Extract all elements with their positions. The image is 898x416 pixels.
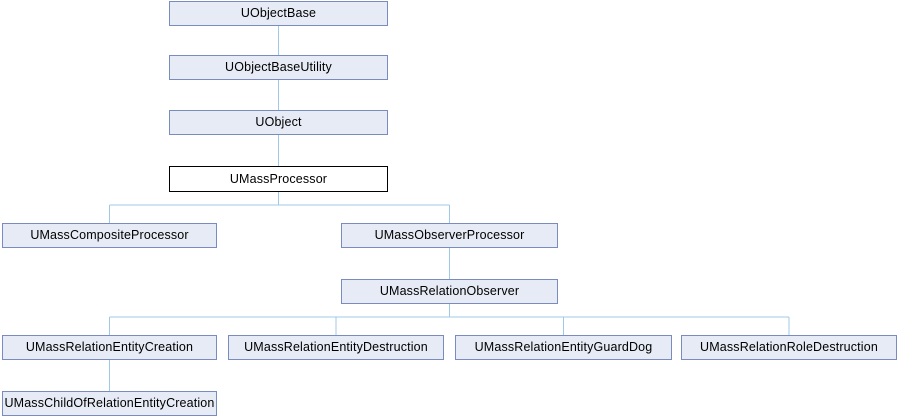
class-node-umassrelationobserver[interactable]: UMassRelationObserver <box>341 279 558 304</box>
class-node-label: UMassRelationEntityCreation <box>25 340 194 355</box>
class-node-label: UMassCompositeProcessor <box>30 228 189 243</box>
class-node-uobject[interactable]: UObject <box>169 110 388 135</box>
class-node-umassrelationentityguarddog[interactable]: UMassRelationEntityGuardDog <box>455 335 672 360</box>
class-node-label: UMassRelationEntityDestruction <box>244 340 428 355</box>
class-node-umasschildofrelationentitycreation[interactable]: UMassChildOfRelationEntityCreation <box>2 391 217 416</box>
class-node-label: UMassRelationRoleDestruction <box>700 340 878 355</box>
class-node-umassrelationentitycreation[interactable]: UMassRelationEntityCreation <box>2 335 217 360</box>
class-node-umassobserverprocessor[interactable]: UMassObserverProcessor <box>341 223 558 248</box>
class-node-label: UMassRelationObserver <box>379 284 520 299</box>
class-node-label: UObjectBaseUtility <box>225 60 332 75</box>
class-node-label: UObjectBase <box>240 6 317 21</box>
class-node-umassrelationroledestruction[interactable]: UMassRelationRoleDestruction <box>681 335 897 360</box>
class-node-uobjectbase[interactable]: UObjectBase <box>169 1 388 26</box>
class-node-label: UMassObserverProcessor <box>374 228 525 243</box>
class-node-label: UMassRelationEntityGuardDog <box>474 340 653 355</box>
class-node-uobjectbaseutility[interactable]: UObjectBaseUtility <box>169 55 388 80</box>
class-node-label: UObject <box>255 115 302 130</box>
class-node-umassprocessor[interactable]: UMassProcessor <box>169 166 388 192</box>
class-node-label: UMassChildOfRelationEntityCreation <box>4 396 215 411</box>
class-node-label: UMassProcessor <box>229 171 328 186</box>
class-node-umassrelationentitydestruction[interactable]: UMassRelationEntityDestruction <box>228 335 444 360</box>
class-node-umasscompositeprocessor[interactable]: UMassCompositeProcessor <box>2 223 217 248</box>
